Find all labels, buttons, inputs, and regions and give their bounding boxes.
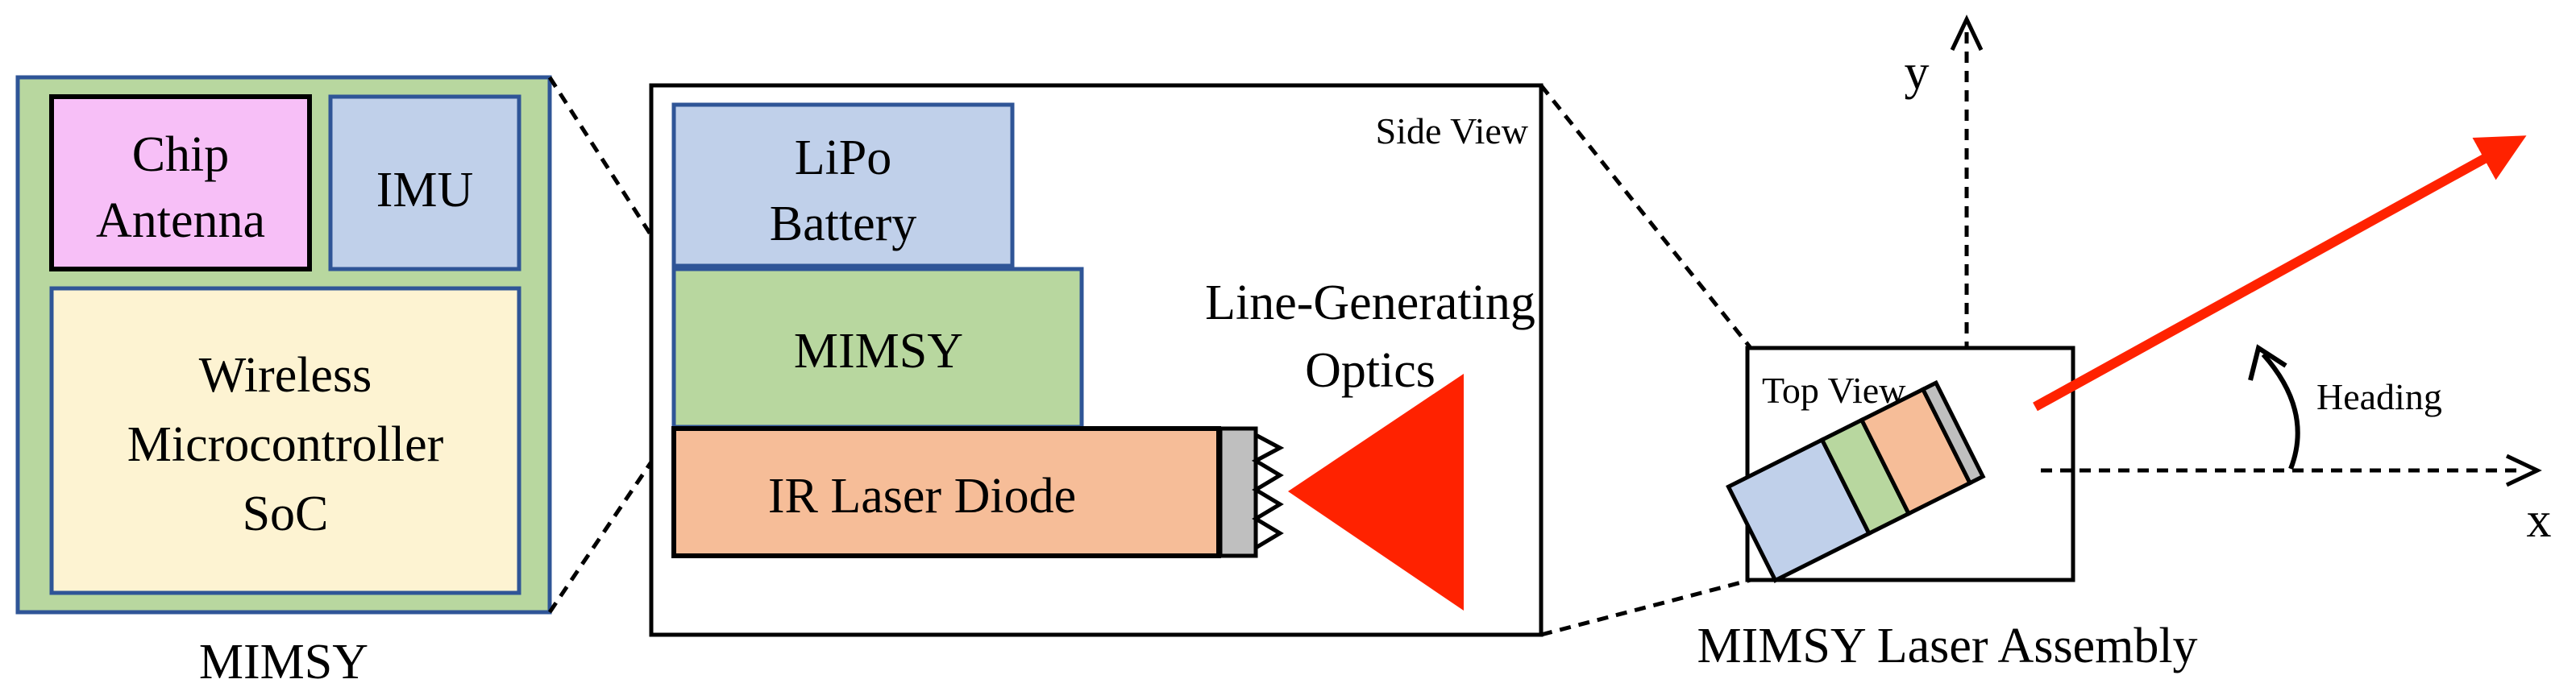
mimsy-block-label: MIMSY bbox=[794, 324, 963, 379]
rotated-laser-assembly bbox=[1726, 379, 1986, 583]
chip-antenna-block bbox=[49, 94, 312, 271]
x-axis-arrowhead bbox=[2505, 454, 2542, 487]
board-caption: MIMSY bbox=[199, 635, 368, 690]
heading-label: Heading bbox=[2316, 376, 2442, 417]
optics-label-line2: Optics bbox=[1305, 343, 1435, 398]
soc-block bbox=[49, 286, 521, 595]
battery-label-line2: Battery bbox=[770, 197, 917, 251]
heading-arc-arrow bbox=[2261, 353, 2300, 470]
heading-laser-beam bbox=[2033, 135, 2527, 412]
y-axis-arrowhead bbox=[1950, 14, 1984, 52]
mimsy-board: Chip Antenna IMU Wireless Microcontrolle… bbox=[15, 75, 552, 690]
top-view-title: Top View bbox=[1762, 370, 1906, 411]
imu-label: IMU bbox=[376, 163, 474, 217]
soc-label-line2: Microcontroller bbox=[127, 417, 444, 472]
laser-assembly-caption: MIMSY Laser Assembly bbox=[1697, 619, 2197, 673]
battery-label-line1: LiPo bbox=[795, 130, 892, 185]
side-view-title: Side View bbox=[1376, 110, 1529, 151]
chip-antenna-label-line1: Chip bbox=[132, 127, 230, 182]
heading-arc-arrowhead bbox=[2248, 344, 2287, 381]
assembly-lens-segment bbox=[1920, 379, 1986, 486]
optics-label-line1: Line-Generating bbox=[1205, 275, 1535, 330]
imu-block bbox=[328, 94, 521, 271]
x-axis-label: x bbox=[2527, 493, 2552, 548]
laser-lens-housing bbox=[1218, 426, 1285, 558]
ir-laser-diode-block bbox=[671, 426, 1221, 558]
zoom-line-side-bottom bbox=[1540, 578, 1751, 637]
lipo-battery-block bbox=[671, 102, 1015, 268]
chip-antenna-label-line2: Antenna bbox=[96, 193, 265, 248]
soc-label-line3: SoC bbox=[243, 487, 329, 541]
laser-diode-label: IR Laser Diode bbox=[768, 469, 1076, 524]
soc-label-line1: Wireless bbox=[199, 348, 372, 403]
coordinate-frame: y x bbox=[1905, 14, 2552, 548]
top-view-panel: Top View Heading MIMSY Laser Assembly bbox=[1697, 135, 2527, 673]
laser-fan-beam bbox=[1288, 374, 1464, 611]
zoom-line-side-top bbox=[1539, 84, 1752, 350]
y-axis-label: y bbox=[1905, 45, 1930, 100]
side-view-panel: Side View LiPo Battery MIMSY IR Laser Di… bbox=[649, 83, 1544, 637]
